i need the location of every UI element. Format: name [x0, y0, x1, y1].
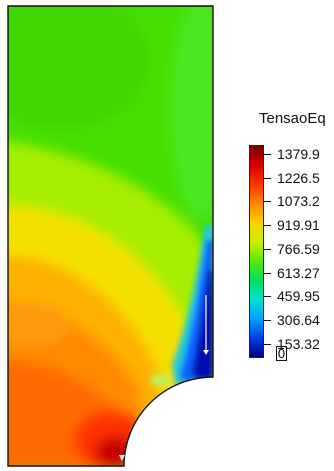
- legend-label: 1226.5: [277, 169, 320, 186]
- legend-tick: [264, 343, 271, 345]
- legend-tick: [264, 248, 271, 250]
- legend-label: 306.64: [277, 311, 320, 328]
- legend-label: 766.59: [277, 240, 320, 257]
- colorbar: [249, 145, 264, 358]
- legend-tick: [264, 296, 271, 298]
- legend-tick: [264, 177, 271, 179]
- legend-label: 153.32: [277, 335, 320, 352]
- legend-tick: [264, 225, 271, 227]
- legend-label: 1379.9: [277, 146, 320, 162]
- legend-label: 459.95: [277, 288, 320, 305]
- marker-arrow-bottom: [119, 455, 125, 461]
- legend-min-marker: 0: [276, 346, 287, 361]
- legend-tick: [264, 319, 271, 321]
- legend-tick: [264, 154, 271, 155]
- marker-arrow: [203, 350, 209, 355]
- plate-outline: [7, 5, 214, 467]
- legend-title: TensaoEq: [259, 110, 326, 127]
- legend-label: 1073.2: [277, 193, 320, 210]
- legend-label: 919.91: [277, 217, 320, 234]
- legend-label: 613.27: [277, 264, 320, 281]
- legend-tick: [264, 272, 271, 274]
- legend-tick: [264, 201, 271, 203]
